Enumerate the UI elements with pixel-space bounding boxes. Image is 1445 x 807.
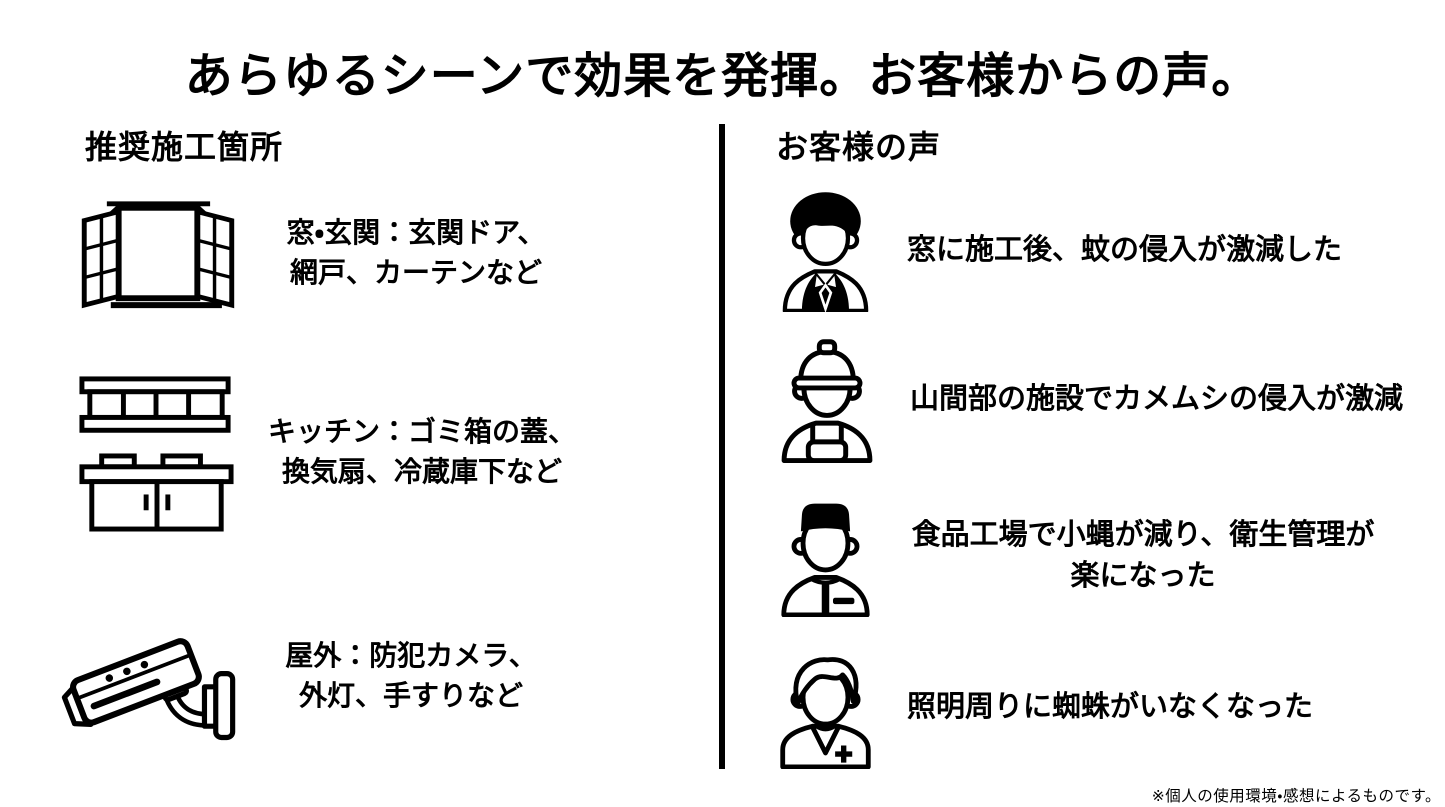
testimonial-text: 窓に施工後、蚊の侵入が激減した [907,234,1343,267]
kitchen-icon [79,376,234,532]
testimonial-row: 食品工場で小蝿が減り、衛生管理が 楽になった [772,494,1440,617]
page-title: あらゆるシーンで効果を発揮。お客様からの声。 [184,50,1261,103]
right-column-heading: お客様の声 [776,129,942,165]
recommended-spot-text: 窓・玄関：玄関ドア、 網戸、カーテンなど [286,217,546,288]
recommended-spot-row-kitchen: キッチン：ゴミ箱の蓋、 換気扇、冷蔵庫下など [78,372,587,532]
recommended-spot-text: 屋外：防犯カメラ、 外灯、手すりなど [285,639,537,711]
testimonial-text: 照明周りに蜘蛛がいなくなった [907,691,1314,724]
recommended-spot-row-window: 窓・玄関：玄関ドア、 網戸、カーテンなど [75,194,566,312]
security-camera-icon [61,638,236,741]
recommended-spot-text: キッチン：ゴミ箱の蓋、 換気扇、冷蔵庫下など [267,416,576,487]
left-column-heading: 推奨施工箇所 [85,129,284,165]
recommended-spot-row-outdoor: 屋外：防犯カメラ、 外灯、手すりなど [57,606,561,745]
construction-worker-avatar-icon [781,339,873,463]
open-window-icon [81,201,235,309]
businessman-avatar-icon [782,192,869,312]
testimonial-row: 窓に施工後、蚊の侵入が激減した [772,189,1440,312]
testimonial-text: 山間部の施設でカメムシの侵入が激減 [910,383,1404,416]
testimonial-row: 照明周りに蜘蛛がいなくなった [772,646,1440,769]
disclaimer-footnote: ※個人の使用環境・感想によるものです。 [1151,788,1441,805]
testimonial-row: 山間部の施設でカメムシの侵入が激減 [772,336,1440,463]
testimonial-text: 食品工場で小蝿が減り、衛生管理が 楽になった [911,519,1375,592]
medical-worker-avatar-icon [780,657,871,769]
factory-worker-avatar-icon [781,503,870,617]
column-divider [719,124,725,769]
